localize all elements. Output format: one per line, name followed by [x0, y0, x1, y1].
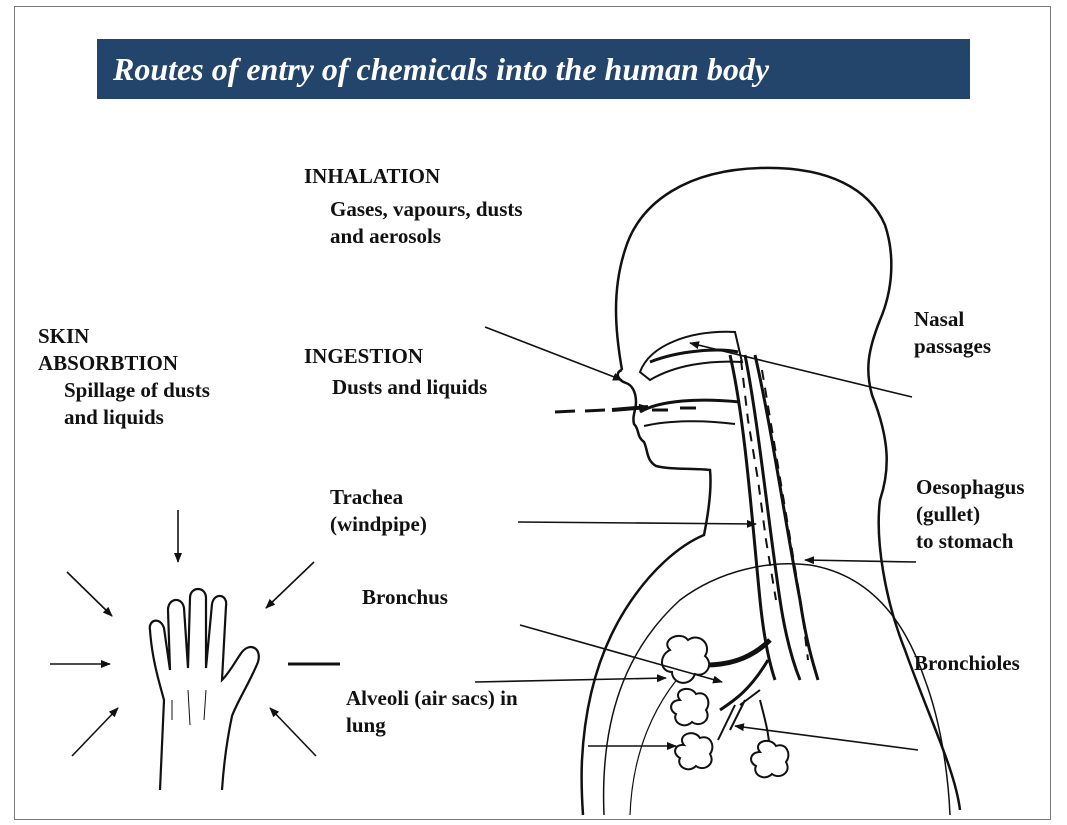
inhalation-line2: and aerosols	[304, 223, 523, 250]
bronchus-icon	[705, 640, 770, 665]
oesophagus-line1: Oesophagus	[916, 474, 1025, 501]
bronchioles-text: Bronchioles	[914, 650, 1020, 677]
inhalation-heading: INHALATION	[304, 163, 523, 190]
skin-line1: Spillage of dusts	[38, 377, 210, 404]
ingestion-line1: Dusts and liquids	[304, 374, 487, 401]
trachea-arrow	[518, 522, 756, 524]
ingestion-arrow-dash2	[585, 410, 605, 411]
skin-heading2: ABSORBTION	[38, 350, 210, 377]
skin-line2: and liquids	[38, 404, 210, 431]
oesophagus-arrow	[805, 560, 916, 562]
bronchioles-label: Bronchioles	[914, 650, 1020, 677]
hand-icon	[150, 589, 259, 790]
inhalation-label: INHALATION Gases, vapours, dusts and aer…	[304, 163, 523, 250]
skin-heading1: SKIN	[38, 323, 210, 350]
alveoli-arrow-top	[475, 678, 666, 682]
nasal-passages-label: Nasal passages	[914, 306, 991, 360]
ingestion-arrow-dash1	[555, 411, 575, 412]
trachea-line1: Trachea	[330, 484, 427, 511]
oesophagus-line3: to stomach	[916, 528, 1025, 555]
oesophagus-line2: (gullet)	[916, 501, 1025, 528]
oesophagus-label: Oesophagus (gullet) to stomach	[916, 474, 1025, 555]
trachea-line2: (windpipe)	[330, 511, 427, 538]
bronchus-text: Bronchus	[362, 584, 448, 611]
head-outline-icon	[616, 168, 960, 810]
trachea-label: Trachea (windpipe)	[330, 484, 427, 538]
inhalation-line1: Gases, vapours, dusts	[304, 196, 523, 223]
ingestion-heading: INGESTION	[304, 343, 487, 370]
bronchus-label: Bronchus	[362, 584, 448, 611]
nasal-passages-arrow	[690, 343, 912, 397]
ingestion-label: INGESTION Dusts and liquids	[304, 343, 487, 401]
nasal-cavity-icon	[640, 332, 742, 380]
nasal-line1: Nasal	[914, 306, 991, 333]
alveoli-line2: lung	[346, 712, 518, 739]
alveoli-label: Alveoli (air sacs) in lung	[346, 685, 518, 739]
inhalation-arrow	[485, 327, 622, 380]
alveoli-line1: Alveoli (air sacs) in	[346, 685, 518, 712]
nasal-line2: passages	[914, 333, 991, 360]
skin-absorption-label: SKIN ABSORBTION Spillage of dusts and li…	[38, 323, 210, 431]
